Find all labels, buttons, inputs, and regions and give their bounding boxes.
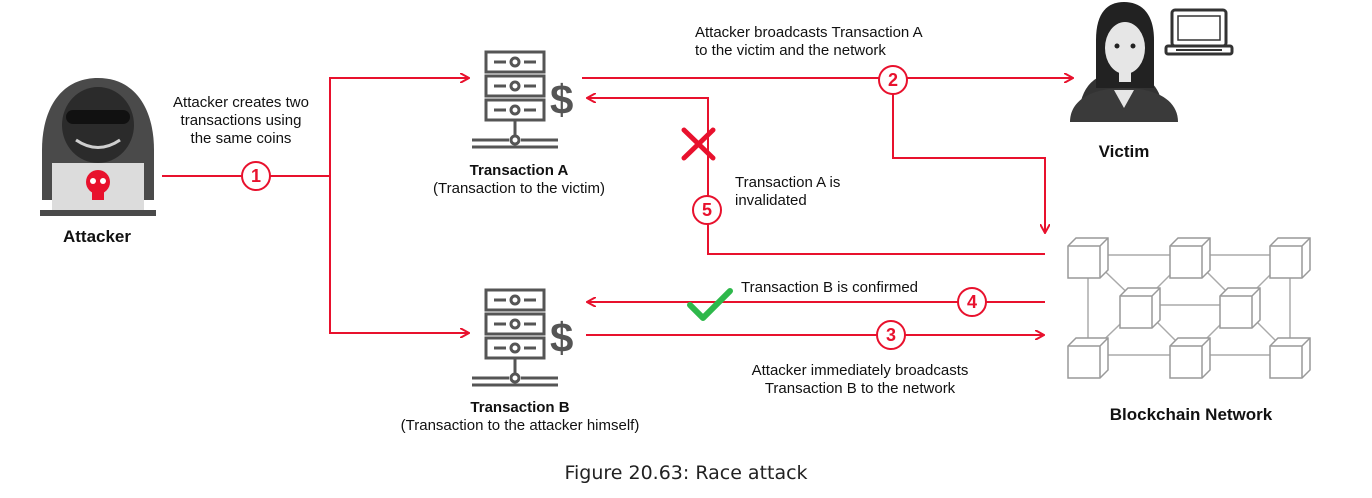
check-icon bbox=[687, 288, 733, 321]
step-2-line-1: Attacker broadcasts Transaction A bbox=[695, 24, 923, 41]
arrow-to-network bbox=[892, 84, 1045, 232]
step-4-badge: 4 bbox=[957, 287, 987, 317]
cross-icon bbox=[681, 127, 716, 161]
step-5-line-2: invalidated bbox=[735, 192, 807, 209]
step-1-line-1: Attacker creates two bbox=[173, 94, 309, 111]
step-2-line-2: to the victim and the network bbox=[695, 42, 886, 59]
figure-caption: Figure 20.63: Race attack bbox=[564, 462, 808, 484]
step-1-line-3: the same coins bbox=[190, 130, 292, 147]
server-dollar-icon: $ bbox=[472, 50, 573, 149]
step-3-badge: 3 bbox=[876, 320, 906, 350]
tx-a-title: Transaction A bbox=[469, 162, 569, 179]
step-3-line-1: Attacker immediately broadcasts bbox=[751, 362, 969, 379]
step-1-text: Attacker creates two transactions using … bbox=[150, 94, 332, 148]
step-3-line-2: Transaction B to the network bbox=[764, 380, 956, 397]
victim-label: Victim bbox=[1098, 142, 1150, 161]
tx-b-subtitle: (Transaction to the attacker himself) bbox=[400, 417, 640, 434]
step-1-badge: 1 bbox=[241, 161, 271, 191]
svg-text:$: $ bbox=[550, 314, 573, 361]
step-2-text: Attacker broadcasts Transaction A to the… bbox=[695, 24, 975, 60]
step-4-text: Transaction B is confirmed bbox=[741, 279, 919, 296]
svg-text:$: $ bbox=[550, 76, 573, 123]
step-5-text: Transaction A is invalidated bbox=[735, 174, 885, 210]
tx-a-subtitle: (Transaction to the victim) bbox=[433, 180, 605, 197]
blockchain-network-icon bbox=[1067, 237, 1311, 379]
step-1-line-2: transactions using bbox=[180, 112, 302, 129]
tx-b-title: Transaction B bbox=[470, 399, 570, 416]
step-3-text: Attacker immediately broadcasts Transact… bbox=[720, 362, 1000, 398]
arrow-to-tx-a bbox=[329, 78, 468, 176]
hacker-icon bbox=[40, 78, 156, 216]
step-5-line-1: Transaction A is bbox=[735, 174, 841, 191]
network-label: Blockchain Network bbox=[1109, 405, 1273, 424]
arrow-to-tx-b bbox=[329, 176, 468, 333]
step-5-badge: 5 bbox=[692, 195, 722, 225]
attacker-label: Attacker bbox=[62, 227, 132, 246]
step-2-badge: 2 bbox=[878, 65, 908, 95]
server-dollar-icon: $ bbox=[472, 288, 573, 387]
arrow-invalidated bbox=[588, 98, 1045, 255]
victim-icon bbox=[1070, 2, 1234, 122]
